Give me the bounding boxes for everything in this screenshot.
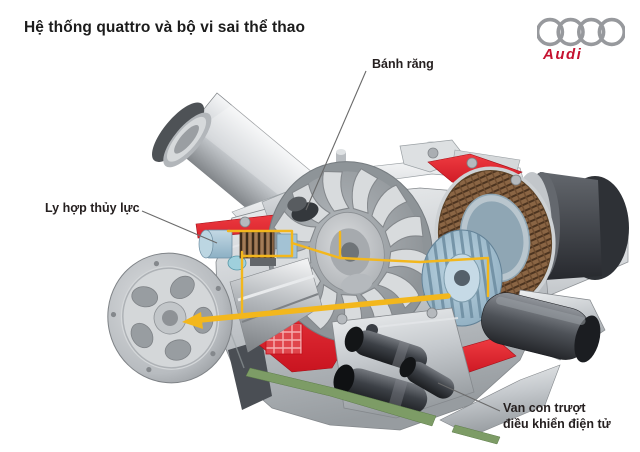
pump-motor [481, 292, 601, 363]
helical-gear [421, 229, 503, 327]
gasket-seals [245, 367, 501, 445]
torque-flow-arrow [182, 293, 451, 329]
callout-hydraulic-clutch-label: Ly hợp thủy lực [45, 201, 140, 215]
bolts [239, 157, 522, 325]
solenoid-slide-valves [333, 326, 455, 414]
left-output-shaft [229, 257, 323, 353]
leader-slide-valve [437, 382, 501, 412]
audi-wordmark: Audi [543, 46, 583, 63]
leader-hydraulic-clutch [141, 210, 218, 244]
audi-logo: Audi [537, 16, 627, 62]
callout-slide-valve-line2: điều khiển điện tử [503, 417, 611, 431]
leader-gear [305, 70, 367, 211]
callout-slide-valve-line1: Van con trượt [503, 401, 586, 415]
callout-gear: Bánh răng [372, 56, 434, 72]
audi-rings-icon [537, 17, 625, 47]
callout-gear-label: Bánh răng [372, 57, 434, 71]
page-title: Hệ thống quattro và bộ vi sai thể thao [24, 19, 306, 36]
hydraulic-clutch-assembly [198, 229, 298, 271]
callout-slide-valve: Van con trượt điều khiển điện tử [503, 400, 611, 432]
left-output-flange [107, 252, 233, 384]
bevel-pinion [287, 196, 319, 222]
leader-lines [141, 70, 501, 412]
hydraulic-circuit [226, 229, 490, 316]
callout-hydraulic-clutch: Ly hợp thủy lực [45, 200, 140, 216]
